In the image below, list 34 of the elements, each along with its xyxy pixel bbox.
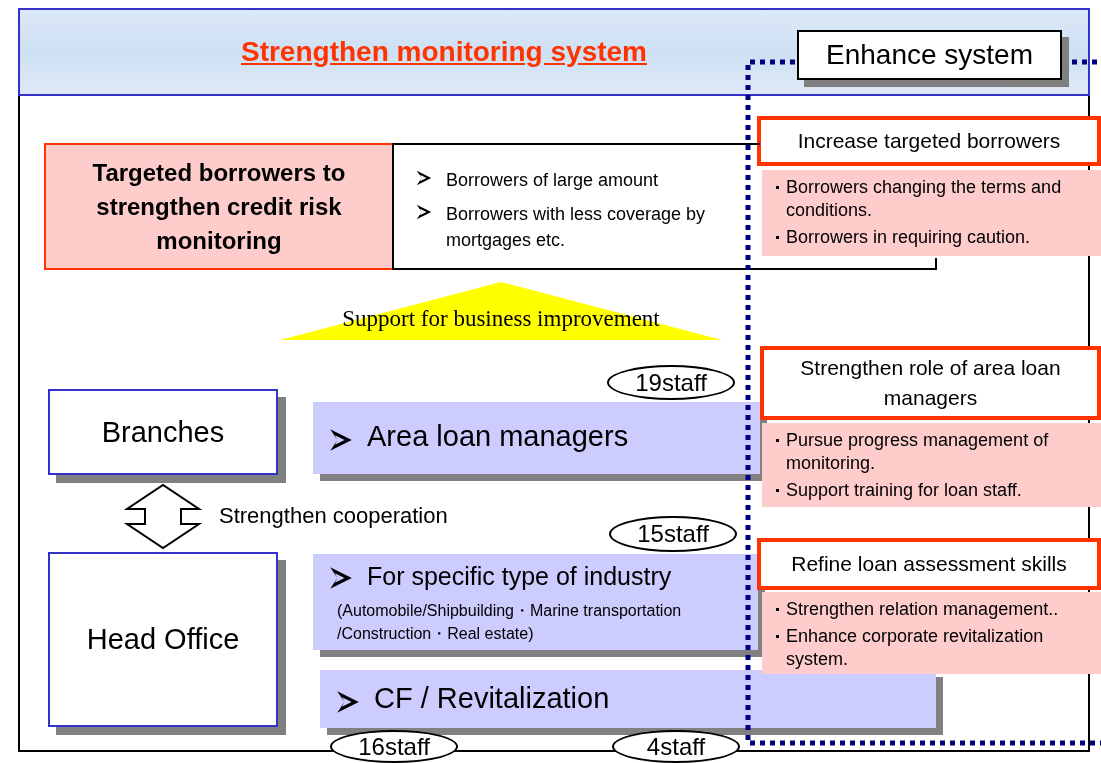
bullet-text: Borrowers in requiring caution.	[786, 227, 1031, 247]
box-label: Head Office	[86, 623, 240, 656]
bullet-text: Borrowers with less coverage by mortgages etc.	[446, 203, 707, 252]
note-panel	[762, 423, 1101, 507]
box-label: 16staff	[358, 732, 430, 761]
box-label: Enhance system	[826, 39, 1033, 71]
box-label: 19staff	[635, 368, 707, 397]
box-label: Targeted borrowers to strengthen credit risk monitoring	[91, 157, 347, 256]
highlight-box	[44, 143, 394, 270]
triangle-banner	[280, 282, 722, 340]
bullet-text: Borrowers of large amount	[446, 169, 659, 192]
note-panel	[762, 170, 1101, 256]
group-title: Area loan managers	[367, 420, 629, 453]
title-text: Strengthen monitoring system	[240, 36, 647, 68]
box-label: Refine loan assessment skills	[791, 551, 1067, 577]
group-title: CF / Revitalization	[374, 682, 610, 715]
box-label: 4staff	[646, 732, 706, 761]
bullet-text: Support training for loan staff.	[786, 480, 1022, 500]
bullet-text: Borrowers changing the terms and conditions.	[786, 177, 1062, 220]
note-panel	[762, 592, 1101, 674]
group-note: (Automobile/Shipbuilding・Marine transportation /Construction・Real estate)	[336, 601, 683, 644]
heading-box	[757, 538, 1101, 590]
list-box	[392, 143, 756, 270]
heading-box	[760, 346, 1101, 420]
group-title: For specific type of industry	[367, 562, 672, 591]
box-label: 15staff	[637, 520, 709, 548]
bullet-text: Pursue progress management of monitoring.	[786, 430, 1049, 473]
box-label: Increase targeted borrowers	[797, 128, 1061, 154]
box-label: Branches	[101, 415, 225, 449]
bullet-text: Enhance corporate revitalization system.	[786, 626, 1044, 669]
title-band	[18, 8, 1090, 96]
bullet-text: Strengthen relation management..	[786, 599, 1059, 619]
box-label: Strengthen role of area loan managers	[799, 355, 1062, 411]
heading-box	[757, 116, 1101, 166]
